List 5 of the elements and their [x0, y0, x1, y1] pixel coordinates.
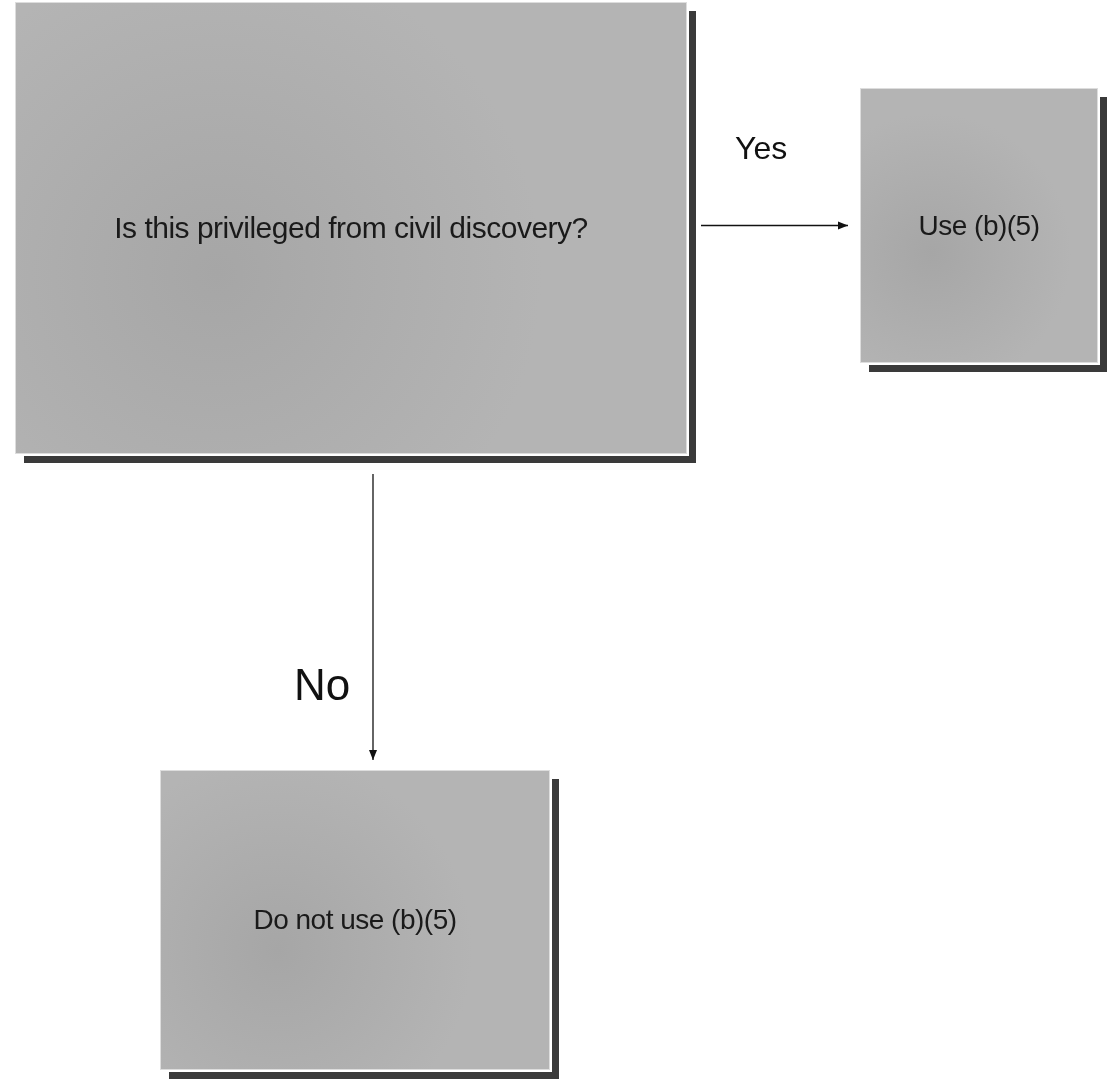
arrow [369, 473, 377, 761]
arrow [700, 221, 849, 230]
box-text: Is this privileged from civil discovery? [113, 210, 589, 246]
box-text: Use (b)(5) [917, 208, 1041, 243]
box-text: Do not use (b)(5) [252, 903, 458, 937]
